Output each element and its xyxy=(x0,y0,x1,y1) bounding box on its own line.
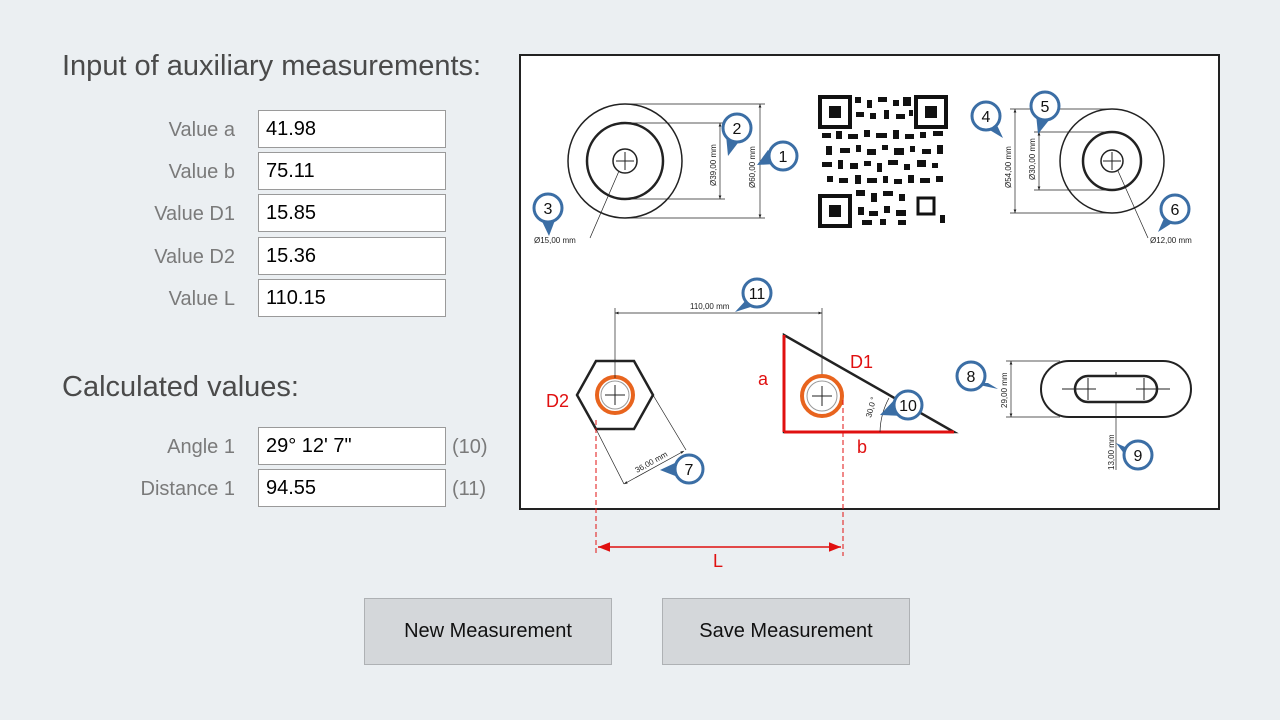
new-measurement-button[interactable]: New Measurement xyxy=(364,598,612,665)
calculated-section-title: Calculated values: xyxy=(62,371,299,403)
value-d2-input[interactable] xyxy=(258,237,446,275)
value-d1-input[interactable] xyxy=(258,194,446,232)
value-d1-label: Value D1 xyxy=(154,203,235,225)
value-a-label: Value a xyxy=(168,119,235,141)
save-measurement-button[interactable]: Save Measurement xyxy=(662,598,910,665)
angle-1-ref: (10) xyxy=(452,436,488,458)
value-l-label: Value L xyxy=(168,288,235,310)
input-section-title: Input of auxiliary measurements: xyxy=(62,50,482,82)
angle-1-label: Angle 1 xyxy=(167,436,235,458)
technical-drawing-panel xyxy=(519,54,1220,510)
distance-1-label: Distance 1 xyxy=(140,478,236,500)
label-l: L xyxy=(713,551,723,571)
value-a-input[interactable] xyxy=(258,110,446,148)
value-b-label: Value b xyxy=(168,161,235,183)
distance-1-output[interactable] xyxy=(258,469,446,507)
angle-1-output[interactable] xyxy=(258,427,446,465)
value-d2-label: Value D2 xyxy=(154,246,235,268)
distance-1-ref: (11) xyxy=(452,478,487,500)
value-l-input[interactable] xyxy=(258,279,446,317)
value-b-input[interactable] xyxy=(258,152,446,190)
